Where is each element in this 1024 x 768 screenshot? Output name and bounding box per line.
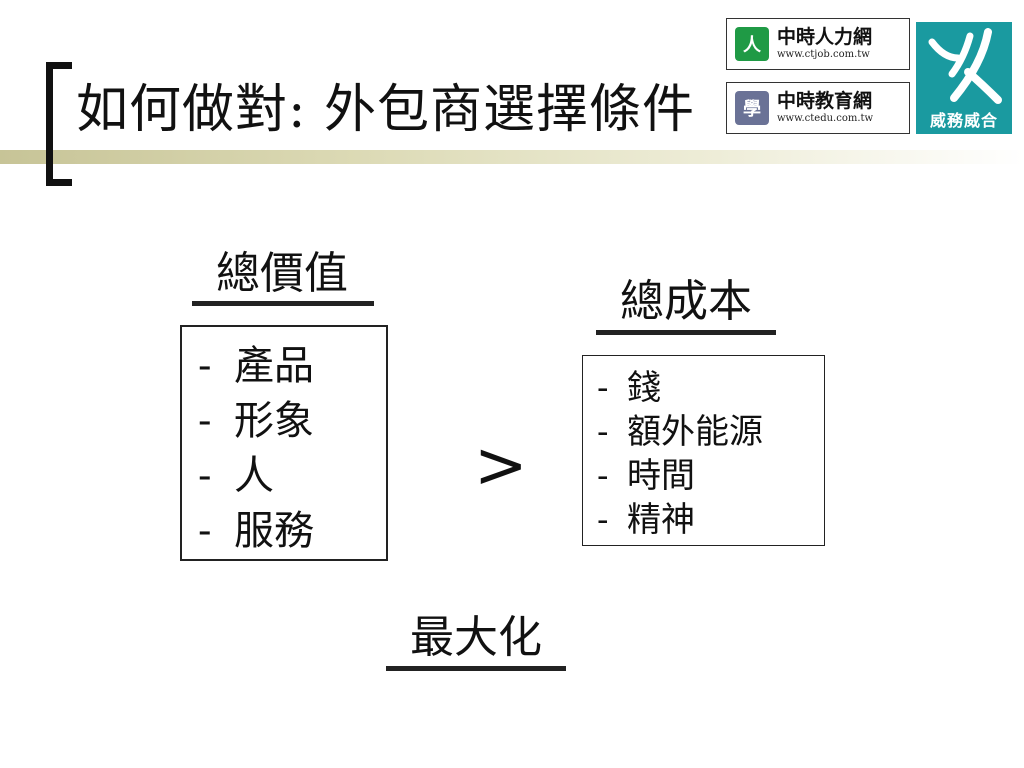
brand-logo: 威務威合 <box>916 22 1012 134</box>
title-underline-bar <box>0 150 1024 164</box>
ctedu-logo: 學 中時教育網 www.ctedu.com.tw <box>726 82 910 134</box>
maximize-heading: 最大化 <box>410 612 542 663</box>
list-item: -精神 <box>597 500 695 540</box>
title-bracket <box>46 62 53 186</box>
ctjob-logo-name: 中時人力網 <box>777 26 873 48</box>
ctedu-study-icon: 學 <box>735 91 769 125</box>
greater-than-sign: > <box>474 429 528 503</box>
ctedu-logo-url: www.ctedu.com.tw <box>777 113 874 124</box>
maximize-underline <box>386 666 566 671</box>
ctjob-person-icon: 人 <box>735 27 769 61</box>
total-cost-heading: 總成本 <box>620 276 752 327</box>
value-list: -產品 -形象 -人 -服務 <box>198 339 314 559</box>
ctjob-logo: 人 中時人力網 www.ctjob.com.tw <box>726 18 910 70</box>
list-item: -產品 <box>198 343 314 389</box>
total-value-heading: 總價值 <box>216 248 348 299</box>
brand-logo-name: 威務威合 <box>929 111 998 130</box>
value-list-box: -產品 -形象 -人 -服務 <box>180 325 388 561</box>
ctjob-logo-url: www.ctjob.com.tw <box>777 49 870 60</box>
list-item: -服務 <box>198 508 314 554</box>
list-item: -額外能源 <box>597 412 763 452</box>
list-item: -人 <box>198 453 274 499</box>
list-item: -形象 <box>198 398 314 444</box>
total-value-underline <box>192 301 374 306</box>
list-item: -時間 <box>597 456 695 496</box>
brand-figure-icon <box>928 28 1002 104</box>
list-item: -錢 <box>597 368 661 408</box>
cost-list: -錢 -額外能源 -時間 -精神 <box>597 366 763 542</box>
title-bracket-bottom <box>46 179 72 186</box>
total-cost-underline <box>596 330 776 335</box>
title-bracket-top <box>46 62 72 69</box>
slide-title: 如何做對: 外包商選擇條件 <box>76 80 696 140</box>
ctedu-logo-name: 中時教育網 <box>777 90 873 112</box>
cost-list-box: -錢 -額外能源 -時間 -精神 <box>582 355 825 546</box>
